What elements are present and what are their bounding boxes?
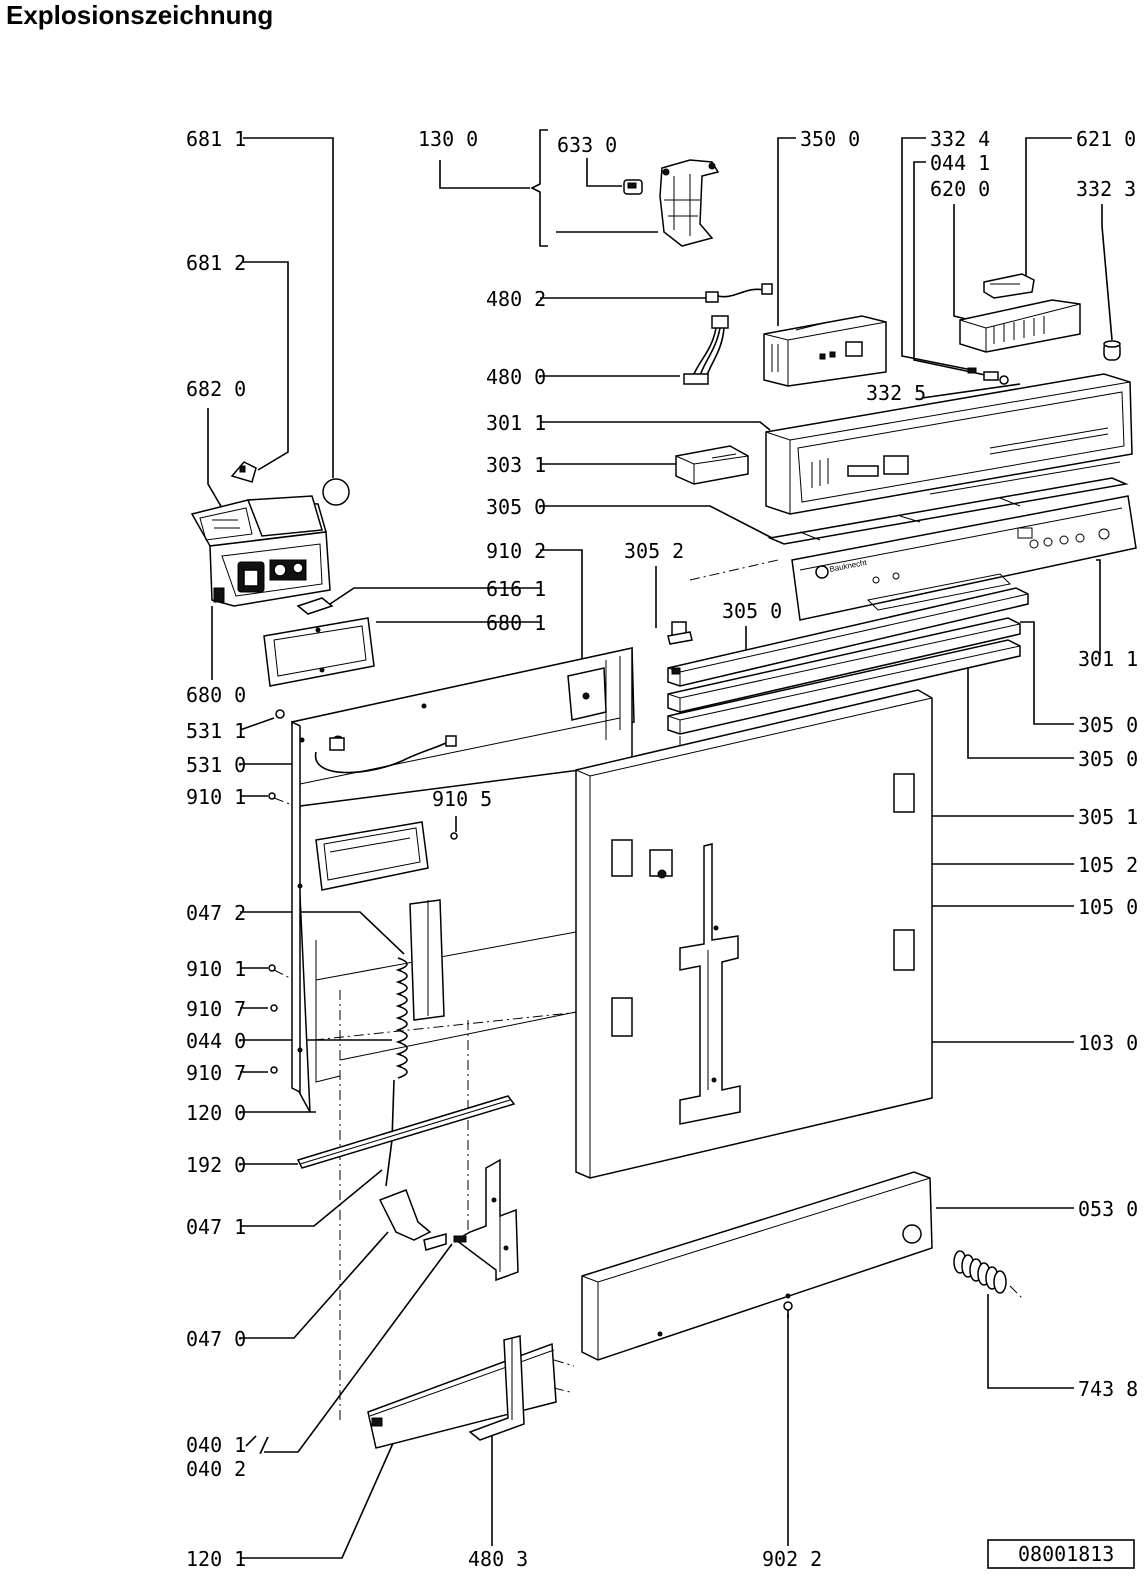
label-743-8: 743 8 (1078, 1377, 1138, 1401)
part-301-1-panel-upper (765, 373, 1133, 515)
part-301-1-panel-front: Bauknecht (791, 495, 1137, 621)
label-480-3: 480 3 (468, 1547, 528, 1571)
label-040-2: 040 2 (186, 1457, 246, 1481)
label-040-1: 040 1 / (186, 1433, 270, 1457)
part-053-0-base-profile (581, 1171, 933, 1361)
label-053-0: 053 0 (1078, 1197, 1138, 1221)
label-680-1: 680 1 (486, 611, 546, 635)
part-040-1-bracket (453, 1158, 519, 1282)
page-title: Explosionszeichnung (6, 0, 274, 30)
label-192-0: 192 0 (186, 1153, 246, 1177)
label-332-3: 332 3 (1076, 177, 1136, 201)
part-680-1-gasket (263, 617, 375, 687)
label-120-1: 120 1 (186, 1547, 246, 1571)
label-103-0: 103 0 (1078, 1031, 1138, 1055)
label-531-0: 531 0 (186, 753, 246, 777)
part-192-0-seal (296, 1095, 516, 1169)
label-480-0: 480 0 (486, 365, 546, 389)
part-480-2-cable (705, 283, 773, 303)
part-332-3-cap (1103, 340, 1121, 361)
label-105-2: 105 2 (1078, 853, 1138, 877)
label-682-0: 682 0 (186, 377, 246, 401)
label-303-1: 303 1 (486, 453, 546, 477)
label-621-0: 621 0 (1076, 127, 1136, 151)
label-130-0: 130 0 (418, 127, 478, 151)
part-305-2-support (667, 621, 693, 645)
label-910-5: 910 5 (432, 787, 492, 811)
part-303-1-cover (675, 445, 749, 485)
part-743-8-spring (953, 1250, 1007, 1294)
label-620-0: 620 0 (930, 177, 990, 201)
label-680-0: 680 0 (186, 683, 246, 707)
label-305-0-a: 305 0 (486, 495, 546, 519)
label-047-2: 047 2 (186, 901, 246, 925)
label-305-0-d: 305 0 (1078, 747, 1138, 771)
label-910-1-b: 910 1 (186, 957, 246, 981)
label-305-2: 305 2 (624, 539, 684, 563)
label-681-2: 681 2 (186, 251, 246, 275)
part-305-0-strip-top (767, 477, 1129, 545)
label-044-1: 044 1 (930, 151, 990, 175)
label-332-4: 332 4 (930, 127, 990, 151)
label-910-2: 910 2 (486, 539, 546, 563)
part-labels: 681 1 130 0 633 0 350 0 332 4 044 1 620 … (186, 127, 1138, 1571)
label-910-1-a: 910 1 (186, 785, 246, 809)
part-103-0-door-panel (575, 689, 933, 1179)
part-681-2-flap (230, 461, 257, 483)
document-number: 08001813 (1018, 1542, 1114, 1566)
label-305-0-c: 305 0 (1078, 713, 1138, 737)
part-681-1-cap (322, 478, 350, 506)
part-620-0-programmer (959, 299, 1081, 353)
part-480-3-guide (468, 1335, 525, 1441)
part-633-0-switch (623, 179, 643, 195)
part-047-1-hinge-link (378, 1189, 447, 1251)
center-lines (313, 559, 1025, 1420)
label-480-2: 480 2 (486, 287, 546, 311)
label-305-0-b: 305 0 (722, 599, 782, 623)
part-130-0-door-lock (659, 159, 720, 247)
label-120-0: 120 0 (186, 1101, 246, 1125)
label-301-1-right: 301 1 (1078, 647, 1138, 671)
label-910-7-a: 910 7 (186, 997, 246, 1021)
part-332-4-knob-parts (967, 367, 1009, 385)
label-633-0: 633 0 (557, 133, 617, 157)
label-105-0: 105 0 (1078, 895, 1138, 919)
label-047-0: 047 0 (186, 1327, 246, 1351)
label-910-7-b: 910 7 (186, 1061, 246, 1085)
label-047-1: 047 1 (186, 1215, 246, 1239)
label-301-1-top: 301 1 (486, 411, 546, 435)
label-350-0: 350 0 (800, 127, 860, 151)
label-681-1: 681 1 (186, 127, 246, 151)
part-616-1-clip (296, 597, 334, 615)
part-531-0-cable (315, 735, 457, 774)
part-350-0-control-board (763, 315, 887, 387)
document-number-box: 08001813 (987, 1539, 1135, 1569)
part-902-2-screw (783, 1301, 793, 1318)
part-screws (268, 709, 458, 1074)
label-616-1: 616 1 (486, 577, 546, 601)
label-305-1: 305 1 (1078, 805, 1138, 829)
part-047-2-spring (385, 957, 408, 1187)
label-044-0: 044 0 (186, 1029, 246, 1053)
label-902-2: 902 2 (762, 1547, 822, 1571)
part-621-0-selector (983, 273, 1035, 299)
part-120-0-inner-door (291, 647, 635, 1113)
part-305-0-rails (667, 587, 1029, 735)
label-531-1: 531 1 (186, 719, 246, 743)
part-680-0-dispenser (190, 495, 331, 607)
label-332-5: 332 5 (866, 381, 926, 405)
part-480-0-harness (683, 315, 729, 385)
